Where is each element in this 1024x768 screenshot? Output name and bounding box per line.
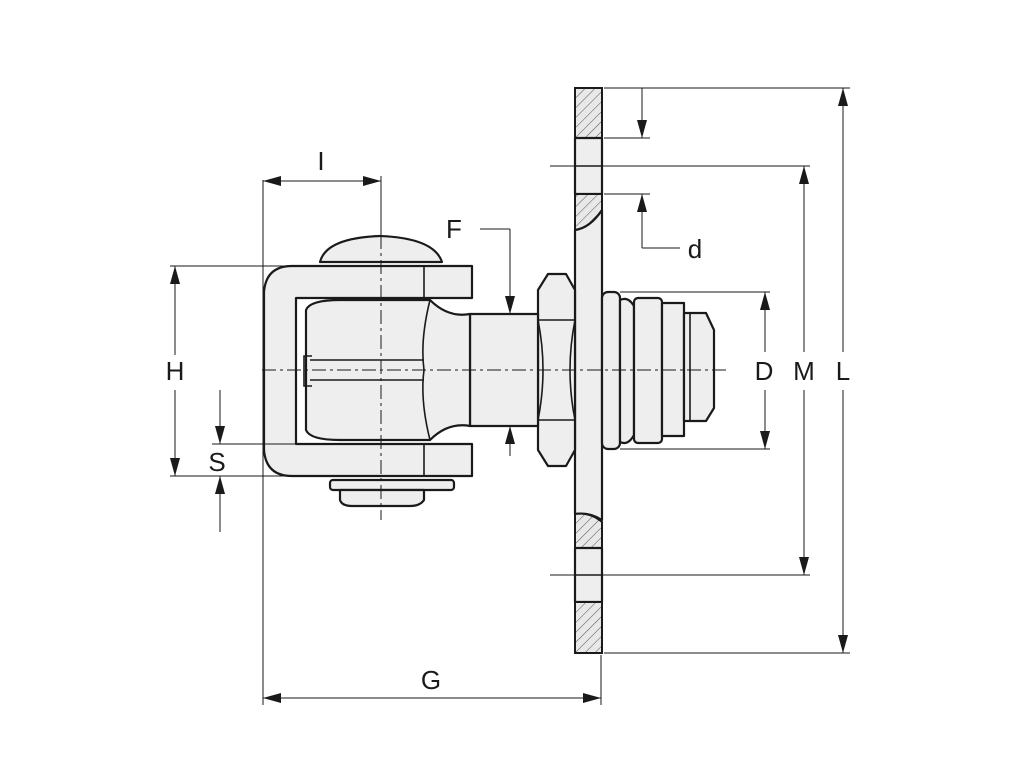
mounting-plate [573, 87, 604, 654]
label-F: F [446, 214, 462, 244]
flange-ring [618, 297, 636, 445]
threaded-bolt-assembly [600, 290, 716, 451]
hinge-body [262, 234, 474, 508]
label-I: I [317, 146, 324, 176]
plate-section-top [574, 87, 603, 139]
label-d: d [688, 234, 702, 264]
label-G: G [421, 665, 441, 695]
label-S: S [208, 447, 225, 477]
c-clip [303, 355, 312, 387]
plate-section-lower-cap [574, 512, 603, 549]
bottom-washer [328, 478, 456, 492]
bottom-nut [338, 488, 426, 508]
label-D: D [755, 356, 774, 386]
plate-section-bottom [574, 601, 603, 654]
label-H: H [166, 356, 185, 386]
label-M: M [793, 356, 815, 386]
dimension-lines [170, 87, 850, 705]
u-bracket [262, 264, 474, 478]
label-L: L [836, 356, 850, 386]
plate-body [573, 208, 604, 522]
bolt-thread-tip [682, 311, 716, 423]
